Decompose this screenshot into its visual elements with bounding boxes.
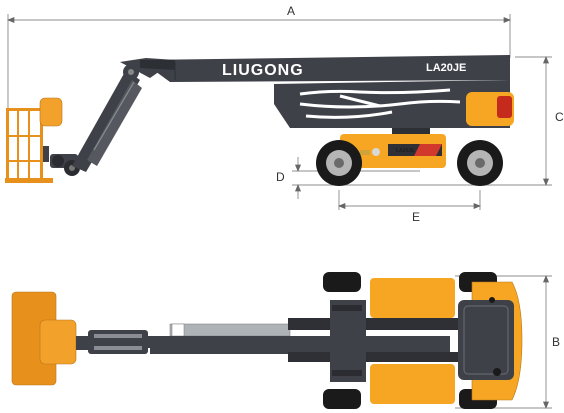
- top-main-boom: [150, 318, 458, 362]
- chassis: LA20JE: [340, 134, 446, 168]
- turntable: [274, 80, 514, 138]
- control-box: [39, 97, 63, 127]
- brand-logo: LIUGONG: [222, 62, 304, 79]
- dimension-c-label: C: [555, 110, 564, 124]
- top-view: [11, 272, 523, 409]
- top-control-box: [39, 319, 77, 365]
- dimension-a: [7, 14, 511, 110]
- front-wheel: [316, 140, 362, 186]
- dimension-b-label: B: [552, 335, 560, 349]
- top-wheel-fl: [323, 272, 361, 292]
- main-boom: LIUGONG LA20JE: [140, 55, 510, 82]
- chassis-decal: LA20JE: [396, 148, 415, 154]
- tail-light: [497, 96, 512, 118]
- dimension-c: [500, 56, 552, 186]
- dimension-e: [338, 190, 481, 210]
- rear-wheel: [457, 140, 503, 186]
- top-platform: [11, 291, 77, 386]
- model-name: LA20JE: [426, 62, 466, 74]
- top-wheel-fr: [323, 389, 361, 409]
- platform-basket: [5, 97, 63, 183]
- articulating-boom: [72, 58, 176, 172]
- top-turntable: [458, 281, 523, 401]
- side-view: LIUGONG LA20JE LA20JE: [5, 55, 514, 186]
- top-chassis: [330, 278, 455, 404]
- dimension-a-label: A: [287, 4, 295, 18]
- dimension-e-label: E: [412, 210, 420, 224]
- dimension-d-label: D: [276, 170, 285, 184]
